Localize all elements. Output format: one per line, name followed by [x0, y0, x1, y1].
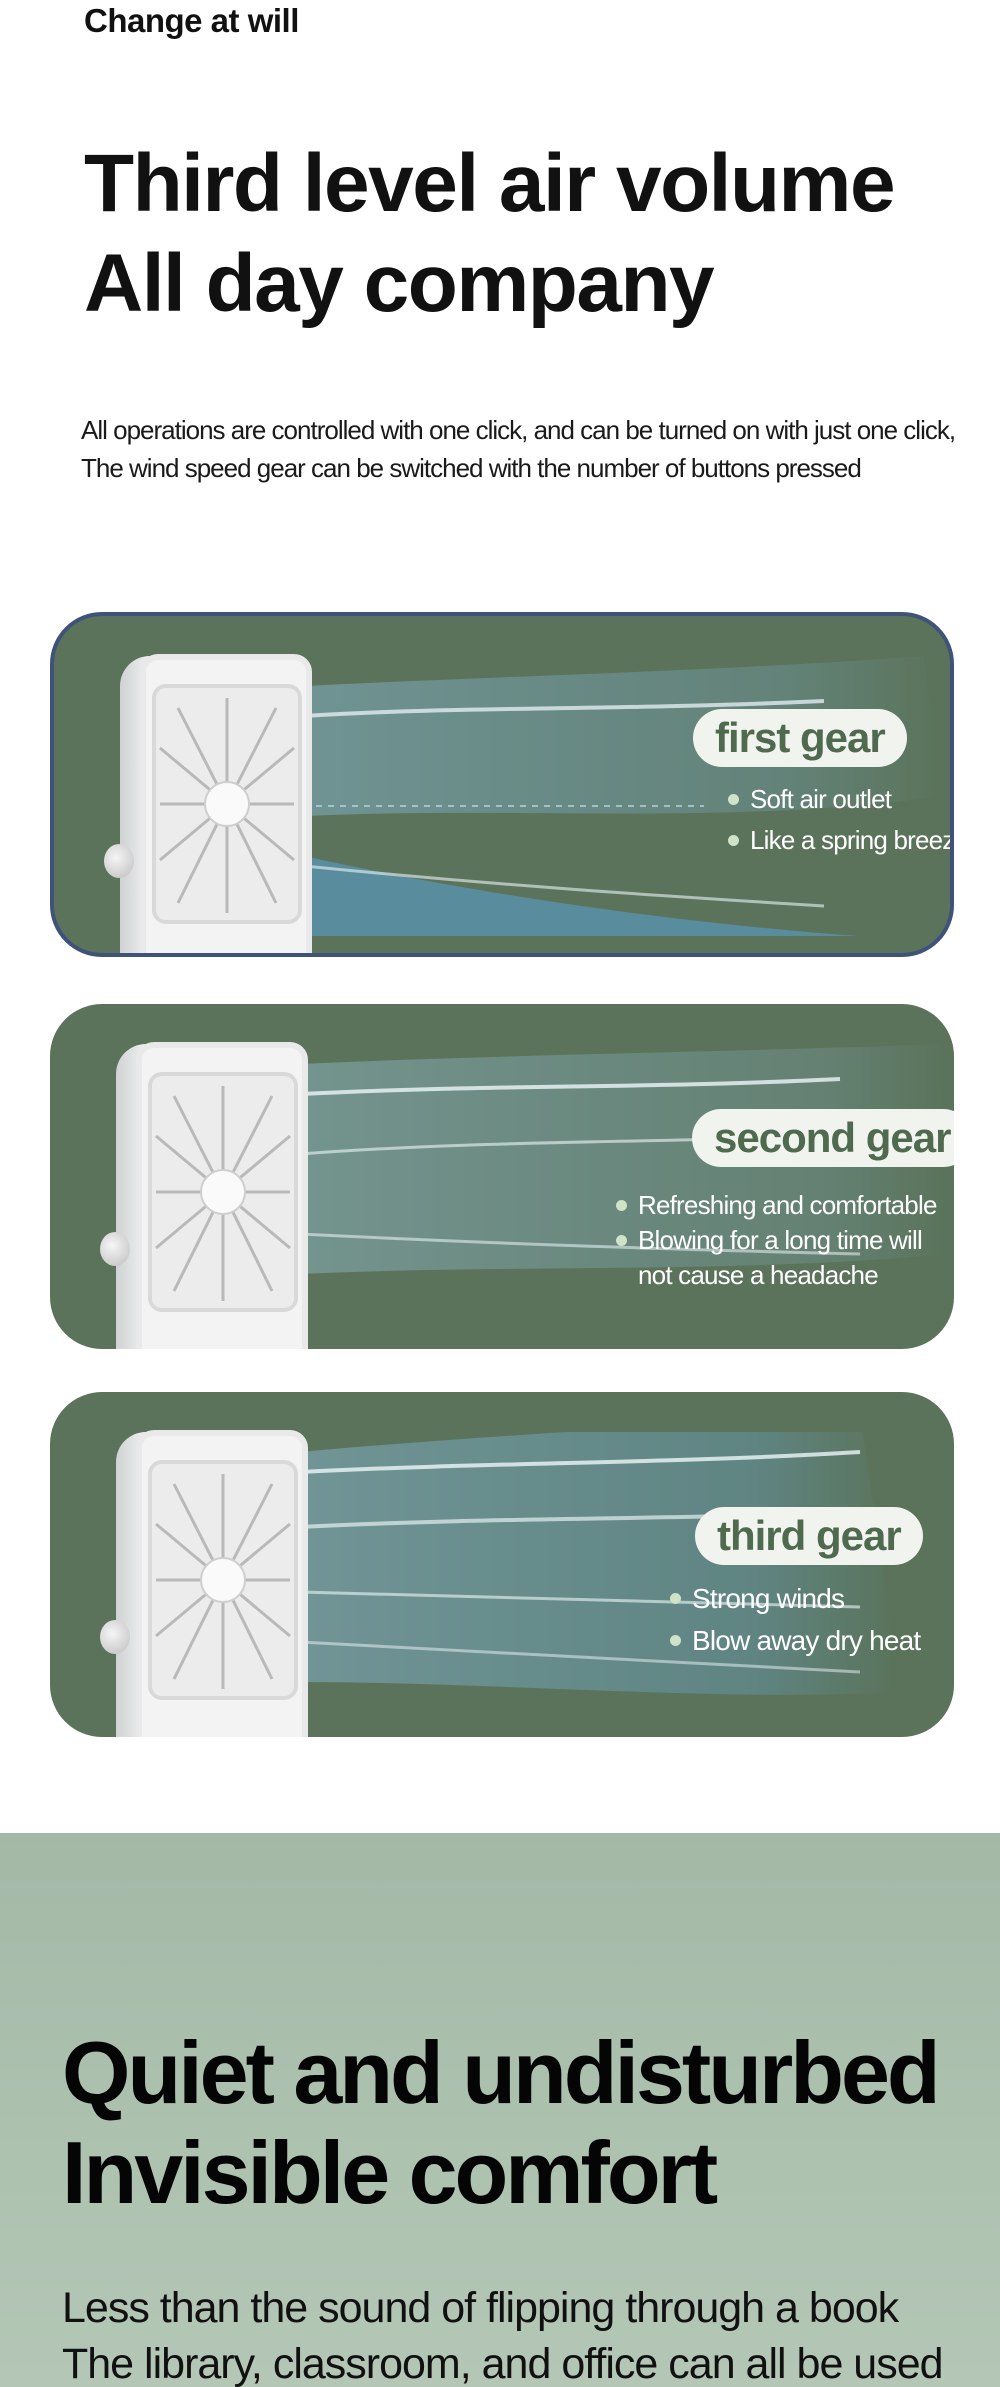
gear-label-third: third gear: [695, 1507, 923, 1565]
airflow-graphic: [300, 1432, 900, 1695]
headline: Third level air volume All day company: [84, 134, 896, 334]
gear-card-first[interactable]: first gear Soft air outlet Like a spring…: [50, 612, 954, 957]
feature-item: not cause a headache: [616, 1258, 937, 1293]
gear-label-first: first gear: [693, 709, 907, 767]
fan-knob: [100, 1620, 130, 1654]
gear-card-second[interactable]: second gear Refreshing and comfortable B…: [50, 1004, 954, 1349]
eyebrow-text: Change at will: [84, 2, 299, 39]
quiet-section: Quiet and undisturbed Invisible comfort …: [0, 1833, 1000, 2387]
gear-features-third: Strong winds Blow away dry heat: [670, 1578, 921, 1662]
fan-knob: [104, 844, 134, 878]
feature-item: Blowing for a long time will: [616, 1223, 937, 1258]
feature-item: Soft air outlet: [728, 779, 950, 820]
quiet-description-line-1: Less than the sound of flipping through …: [62, 2284, 899, 2332]
gear-label-second: second gear: [692, 1109, 954, 1167]
quiet-title-line-1: Quiet and undisturbed: [62, 2023, 941, 2122]
fan-blades-icon: [148, 1460, 298, 1700]
intro-description: All operations are controlled with one c…: [81, 411, 956, 487]
intro-description-line-2: The wind speed gear can be switched with…: [81, 453, 862, 483]
feature-item: Strong winds: [670, 1578, 920, 1620]
quiet-title: Quiet and undisturbed Invisible comfort: [62, 2023, 941, 2223]
gear-features-second: Refreshing and comfortable Blowing for a…: [616, 1188, 937, 1293]
gear-features-first: Soft air outlet Like a spring breeze: [728, 779, 950, 861]
intro-description-line-1: All operations are controlled with one c…: [81, 415, 956, 445]
fan-blades-icon: [152, 684, 302, 924]
fan-knob: [100, 1232, 130, 1266]
headline-line-2: All day company: [84, 238, 715, 329]
fan-blades-icon: [148, 1072, 298, 1312]
airflow-graphic: [304, 656, 944, 936]
feature-item: Refreshing and comfortable: [616, 1188, 937, 1223]
headline-line-1: Third level air volume: [84, 138, 896, 229]
feature-item: Blow away dry heat: [670, 1620, 921, 1662]
feature-item: Like a spring breeze: [728, 820, 950, 861]
quiet-description-line-2: The library, classroom, and office can a…: [62, 2340, 944, 2387]
quiet-title-line-2: Invisible comfort: [62, 2123, 718, 2222]
quiet-description: Less than the sound of flipping through …: [62, 2280, 944, 2387]
feature-item-continued: not cause a headache: [638, 1260, 879, 1290]
gear-card-third[interactable]: third gear Strong winds Blow away dry he…: [50, 1392, 954, 1737]
